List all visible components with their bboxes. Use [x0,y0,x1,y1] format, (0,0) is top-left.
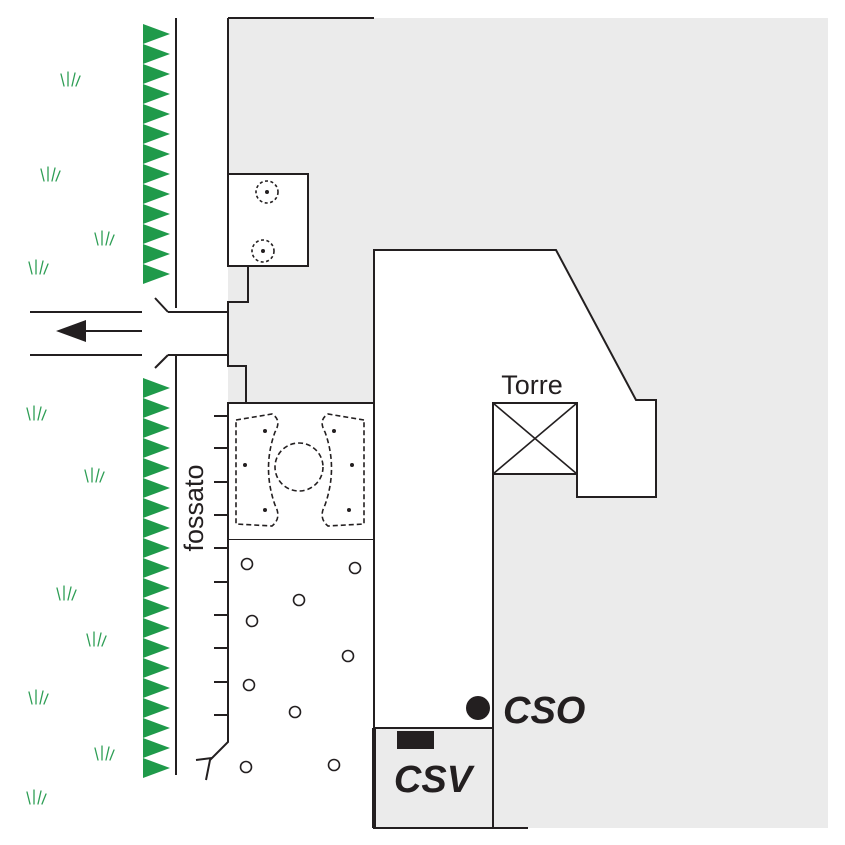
grass-tuft-icon [28,259,49,275]
tower-label: Torre [501,370,563,400]
moat-strip [176,18,228,828]
hedge-bottom [143,378,170,778]
tree-circles [239,557,362,774]
manhole-icon [255,180,279,204]
fountain-dots [243,429,354,512]
grass-tuft-icon [26,789,47,805]
fountain-icon [235,413,365,527]
garden-area [228,540,374,828]
grass-tuft-icon [86,631,107,647]
grass-tuft-icon [40,166,61,182]
upper-room [227,173,309,267]
grass-tuft-icon [84,467,105,483]
wall-ticks [195,415,228,761]
fountain-room [227,402,375,541]
grass-tufts [26,71,115,805]
csv-label: CSV [394,759,475,801]
manhole-icon [251,239,275,263]
grass-tuft-icon [94,745,115,761]
cso-marker [466,696,490,720]
grass-tuft-icon [60,71,81,87]
exit-passage [30,297,228,369]
outer-wall [227,17,374,403]
grass-tuft-icon [56,585,77,601]
grass-tuft-icon [28,689,49,705]
arrow-left-icon [56,320,142,342]
hedge-top [143,24,170,284]
moat-label: fossato [179,464,209,551]
cross-box-icon [492,402,578,475]
cso-label: CSO [503,690,585,732]
grass-tuft-icon [26,405,47,421]
grass-tuft-icon [94,230,115,246]
csv-marker [397,731,434,749]
